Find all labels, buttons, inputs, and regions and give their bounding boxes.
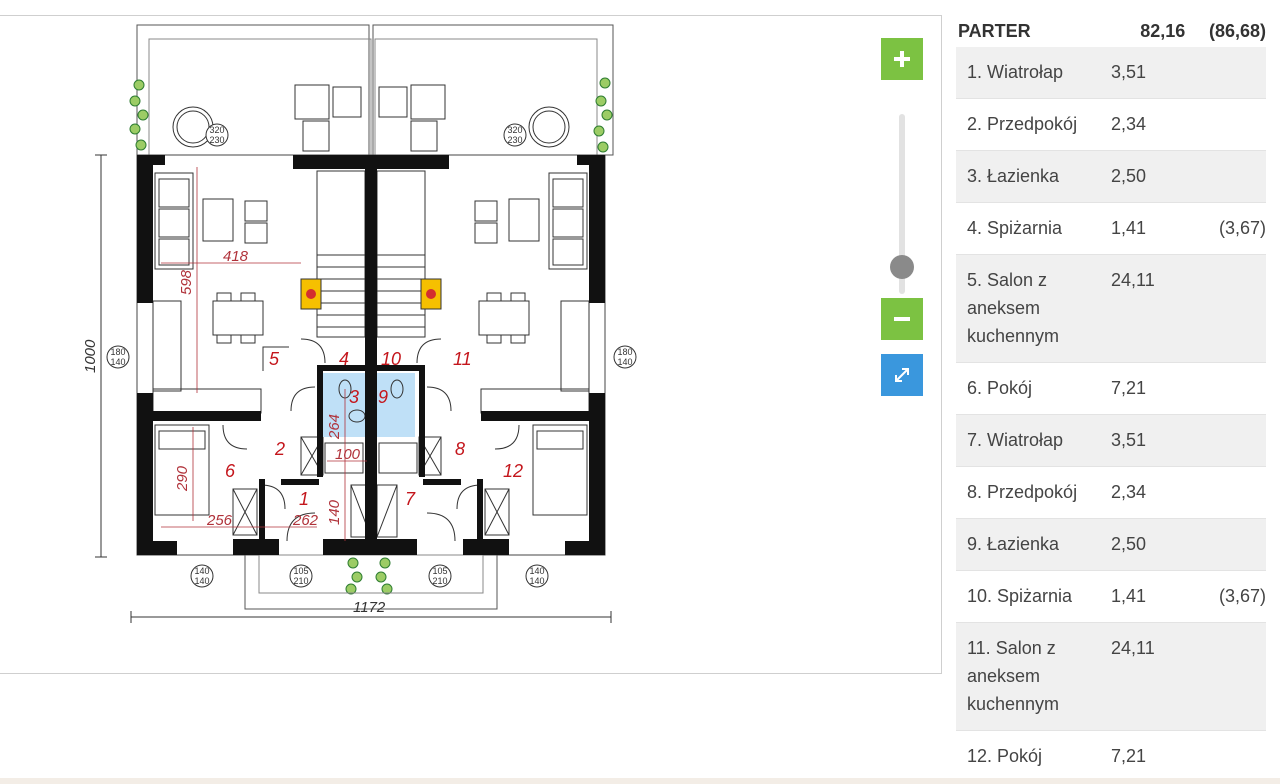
total-area-extra: (86,68)	[1208, 21, 1266, 41]
room-number: 12	[503, 461, 523, 481]
room-area: 2,34	[1111, 482, 1147, 502]
table-row: 3. Łazienka 2,50	[956, 151, 1266, 203]
dim-598: 598	[178, 269, 195, 295]
table-row: 11. Salon z aneksem kuchennym 24,11	[956, 623, 1266, 731]
table-row: 5. Salon z aneksem kuchennym 24,11	[956, 255, 1266, 363]
svg-text:140: 140	[529, 566, 544, 576]
room-name: 2. Przedpokój	[967, 114, 1078, 134]
dim-264: 264	[326, 414, 343, 440]
table-row: 6. Pokój 7,21	[956, 363, 1266, 415]
fullscreen-button[interactable]	[881, 354, 923, 396]
room-name: 11. Salon z aneksem kuchennym	[967, 638, 1060, 714]
svg-text:140: 140	[194, 576, 209, 586]
room-name: 5. Salon z aneksem kuchennym	[967, 270, 1060, 346]
room-area: 24,11	[1111, 638, 1155, 658]
svg-text:140: 140	[110, 357, 125, 367]
floor-plan: 5 4 10 11 3 9 2 8 6 12 1 7 418 598 264 1…	[82, 24, 637, 623]
room-name: 7. Wiatrołap	[967, 430, 1064, 450]
svg-text:230: 230	[507, 135, 522, 145]
dim-1000: 1000	[82, 339, 99, 373]
room-name: 4. Spiżarnia	[967, 218, 1063, 238]
room-area: 3,51	[1111, 430, 1147, 450]
svg-text:105: 105	[432, 566, 447, 576]
room-number: 11	[453, 349, 472, 369]
room-number: 9	[378, 387, 388, 407]
svg-text:140: 140	[529, 576, 544, 586]
table-row: 4. Spiżarnia 1,41 (3,67)	[956, 203, 1266, 255]
room-name: 12. Pokój	[967, 746, 1043, 766]
svg-text:180: 180	[110, 347, 125, 357]
table-header: PARTER 82,16 (86,68)	[956, 15, 1266, 47]
dim-140: 140	[326, 499, 343, 525]
dim-256: 256	[206, 512, 233, 529]
total-area: 82,16	[1140, 21, 1186, 41]
expand-icon	[895, 368, 909, 382]
dim-290: 290	[174, 465, 191, 492]
room-name: 10. Spiżarnia	[967, 586, 1073, 606]
table-row: 12. Pokój 7,21	[956, 731, 1266, 783]
table-row: 2. Przedpokój 2,34	[956, 99, 1266, 151]
room-number: 3	[349, 387, 359, 407]
floor-plan-viewer[interactable]: 5 4 10 11 3 9 2 8 6 12 1 7 418 598 264 1…	[0, 15, 942, 674]
room-number: 6	[225, 461, 236, 481]
room-area: 1,41	[1111, 586, 1147, 606]
minus-icon	[894, 317, 910, 321]
dim-100: 100	[335, 446, 361, 463]
dim-262: 262	[292, 512, 319, 529]
svg-text:140: 140	[617, 357, 632, 367]
table-row: 1. Wiatrołap 3,51	[956, 47, 1266, 99]
room-name: 8. Przedpokój	[967, 482, 1078, 502]
table-row: 9. Łazienka 2,50	[956, 519, 1266, 571]
zoom-out-button[interactable]	[881, 298, 923, 340]
dim-418: 418	[223, 248, 249, 265]
room-area: 7,21	[1111, 378, 1147, 398]
plant-left	[129, 77, 613, 595]
room-area: 3,51	[1111, 62, 1147, 82]
zoom-in-button[interactable]	[881, 38, 923, 80]
room-number: 5	[269, 349, 280, 369]
room-name: 3. Łazienka	[967, 166, 1060, 186]
room-area: 2,50	[1111, 166, 1147, 186]
svg-text:180: 180	[617, 347, 632, 357]
room-number: 7	[405, 489, 416, 509]
table-row: 7. Wiatrołap 3,51	[956, 415, 1266, 467]
room-extra: (3,67)	[1218, 218, 1266, 238]
table-row: 10. Spiżarnia 1,41 (3,67)	[956, 571, 1266, 623]
room-extra: (3,67)	[1218, 586, 1266, 606]
dim-1172: 1172	[353, 599, 386, 616]
svg-text:230: 230	[209, 135, 224, 145]
floor-name: PARTER	[958, 21, 1031, 41]
svg-text:210: 210	[293, 576, 308, 586]
room-area-table: PARTER 82,16 (86,68) 1. Wiatrołap 3,51 2. …	[956, 15, 1266, 783]
room-area: 2,50	[1111, 534, 1147, 554]
room-number: 4	[339, 349, 349, 369]
room-number: 1	[299, 489, 309, 509]
svg-text:210: 210	[432, 576, 447, 586]
room-area: 1,41	[1111, 218, 1147, 238]
table-row: 8. Przedpokój 2,34	[956, 467, 1266, 519]
page-footer-strip	[0, 778, 1280, 784]
room-area: 2,34	[1111, 114, 1147, 134]
room-name: 9. Łazienka	[967, 534, 1060, 554]
room-name: 6. Pokój	[967, 378, 1033, 398]
room-area: 24,11	[1111, 270, 1155, 290]
svg-text:140: 140	[194, 566, 209, 576]
zoom-slider-track[interactable]	[899, 114, 905, 294]
room-number: 10	[381, 349, 401, 369]
svg-text:320: 320	[209, 125, 224, 135]
svg-text:320: 320	[507, 125, 522, 135]
plus-icon	[894, 51, 910, 67]
room-area: 7,21	[1111, 746, 1147, 766]
svg-text:105: 105	[293, 566, 308, 576]
room-number: 8	[455, 439, 465, 459]
room-number: 2	[274, 439, 285, 459]
room-name: 1. Wiatrołap	[967, 62, 1064, 82]
zoom-slider-handle[interactable]	[890, 255, 914, 279]
